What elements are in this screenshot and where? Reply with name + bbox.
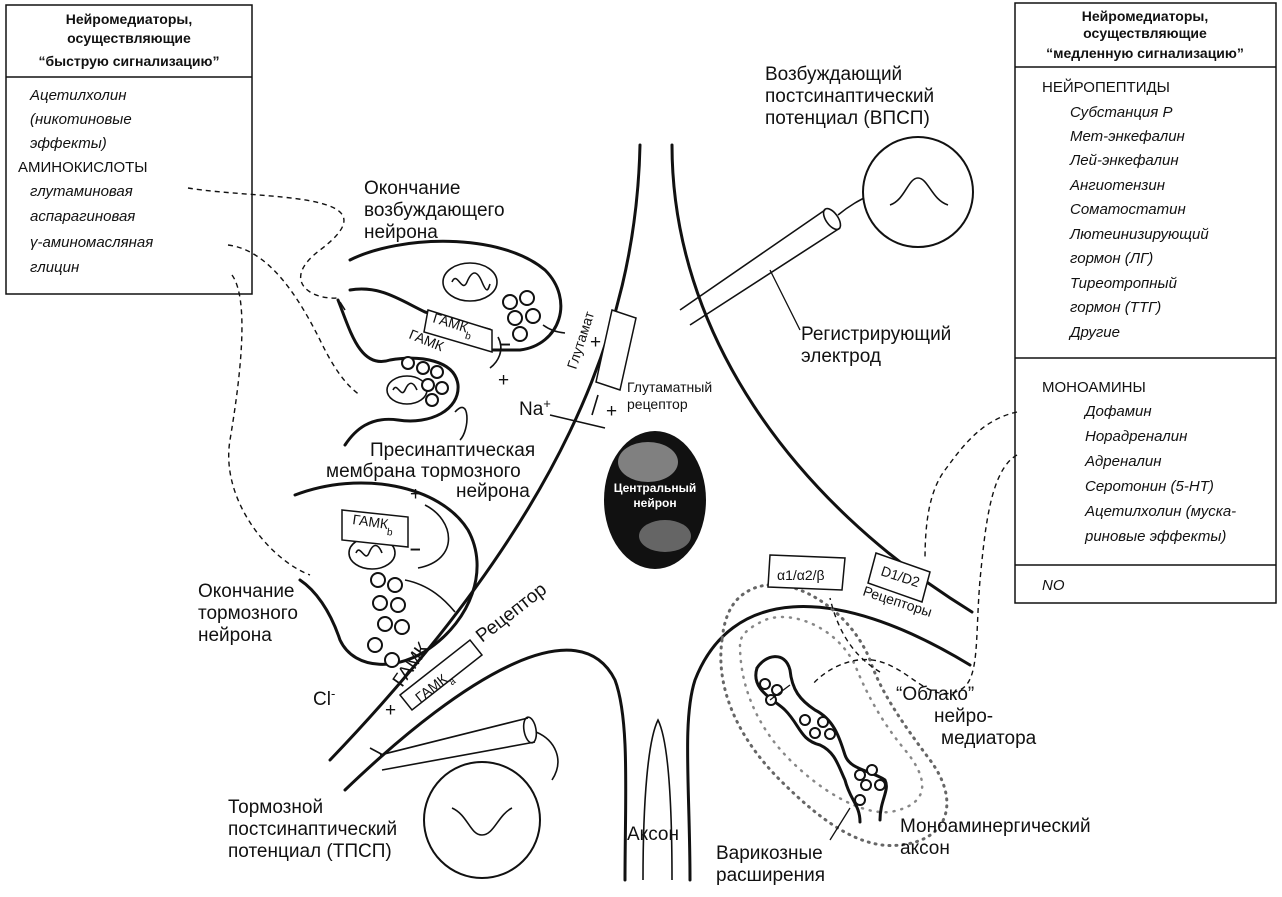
central-neuron-label-2: нейрон bbox=[633, 496, 676, 510]
peptide-substance-p: Субстанция Р bbox=[1070, 104, 1172, 121]
epsp-electrode bbox=[680, 137, 973, 330]
epsp-label-1: Возбуждающий bbox=[765, 64, 902, 85]
monoamine-acetylcholine-2: риновые эффекты) bbox=[1084, 528, 1226, 545]
axon-label: Аксон bbox=[627, 824, 679, 845]
excitatory-terminal-label-1: Окончание bbox=[364, 178, 461, 199]
presynaptic-membrane-label-3: нейрона bbox=[456, 481, 530, 502]
slow-signalling-box: Нейромедиаторы, осуществляющие “медленну… bbox=[1015, 3, 1276, 603]
peptide-somatostatin: Соматостатин bbox=[1070, 201, 1186, 218]
amino-acids-heading: АМИНОКИСЛОТЫ bbox=[18, 159, 148, 176]
glutamate-receptor-label-1: Глутаматный bbox=[627, 379, 712, 395]
monoamine-noradrenaline: Норадреналин bbox=[1085, 428, 1187, 445]
monoaminergic-axon-label-1: Моноаминергический bbox=[900, 816, 1091, 837]
slow-item-no: NO bbox=[1042, 577, 1065, 594]
epsp-label-3: потенциал (ВПСП) bbox=[765, 108, 930, 129]
receptor-label: Рецептор bbox=[472, 579, 551, 647]
inhibitory-terminal-label-3: нейрона bbox=[198, 625, 272, 646]
cloud-label-2: нейро- bbox=[934, 706, 993, 727]
monoamines-heading: МОНОАМИНЫ bbox=[1042, 379, 1146, 396]
excitatory-terminal-label-3: нейрона bbox=[364, 222, 438, 243]
plus-sign-presynaptic: + bbox=[498, 370, 509, 391]
peptide-met-enkephalin: Мет-энкефалин bbox=[1070, 128, 1185, 145]
fast-item-acetylcholine: Ацетилхолин bbox=[29, 87, 126, 104]
recording-electrode-label-2: электрод bbox=[801, 346, 881, 367]
peptide-others: Другие bbox=[1068, 324, 1120, 341]
fast-item-nicotinic-1: (никотиновые bbox=[30, 111, 132, 128]
ipsp-electrode bbox=[380, 716, 558, 878]
fast-box-title-1: Нейромедиаторы, bbox=[66, 11, 192, 27]
varicosities-label-2: расширения bbox=[716, 865, 825, 886]
na-label: Na+ bbox=[519, 396, 551, 421]
monoamine-serotonin: Серотонин (5-НТ) bbox=[1085, 478, 1214, 495]
monoamine-acetylcholine-1: Ацетилхолин (муска- bbox=[1084, 503, 1236, 520]
glutamate-receptor-label-2: рецептор bbox=[627, 396, 688, 412]
ipsp-label-3: потенциал (ТПСП) bbox=[228, 841, 392, 862]
peptide-lh-1: Лютеинизирующий bbox=[1069, 226, 1209, 243]
amino-glycine: глицин bbox=[30, 259, 79, 276]
plus-sign-cl: + bbox=[385, 700, 396, 721]
plus-sign-glutamate: + bbox=[590, 332, 601, 353]
amino-aspartic: аспарагиновая bbox=[30, 208, 135, 225]
axon-inner bbox=[643, 720, 672, 880]
amino-gaba: γ-аминомасляная bbox=[30, 234, 153, 251]
central-nucleus: Центральный нейрон bbox=[604, 431, 706, 569]
central-neuron-label-1: Центральный bbox=[614, 481, 697, 495]
monoaminergic-axon-label-2: аксон bbox=[900, 838, 950, 859]
presynaptic-membrane-label-2: мембрана тормозного bbox=[326, 461, 521, 482]
excitatory-terminal-label-2: возбуждающего bbox=[364, 200, 505, 221]
peptide-leu-enkephalin: Лей-энкефалин bbox=[1069, 152, 1179, 169]
peptide-tsh-2: гормон (ТТГ) bbox=[1070, 299, 1161, 316]
cloud-label-3: медиатора bbox=[941, 728, 1037, 749]
ipsp-label-1: Тормозной bbox=[228, 797, 323, 818]
inhibitory-terminal-label-2: тормозного bbox=[198, 603, 298, 624]
cl-label: Cl- bbox=[313, 686, 335, 711]
presynaptic-membrane-label-1: Пресинаптическая bbox=[370, 440, 535, 461]
fast-signalling-box: Нейромедиаторы, осуществляющие “быструю … bbox=[6, 5, 252, 294]
amino-glutamic: глутаминовая bbox=[30, 183, 133, 200]
fast-box-title-2: осуществляющие bbox=[67, 30, 191, 46]
inhibitory-terminal-label-1: Окончание bbox=[198, 581, 295, 602]
monoamine-dopamine: Дофамин bbox=[1083, 403, 1152, 420]
minus-sign-bottom: – bbox=[410, 539, 421, 560]
minus-sign-top: – bbox=[500, 334, 511, 355]
epsp-label-2: постсинаптический bbox=[765, 86, 934, 107]
plus-sign-inhibitory: + bbox=[410, 484, 421, 505]
slow-box-title-1: Нейромедиаторы, bbox=[1082, 8, 1208, 24]
plus-sign-na: + bbox=[606, 401, 617, 422]
monoaminergic-axon bbox=[721, 585, 947, 846]
recording-electrode-label-1: Регистрирующий bbox=[801, 324, 951, 345]
alpha-beta-label: α1/α2/β bbox=[777, 567, 825, 583]
monoamine-adrenaline: Адреналин bbox=[1084, 453, 1161, 470]
ipsp-label-2: постсинаптический bbox=[228, 819, 397, 840]
varicosities-label-1: Варикозные bbox=[716, 843, 823, 864]
dashed-arrows bbox=[188, 188, 1017, 694]
slow-box-title-2: осуществляющие bbox=[1083, 25, 1207, 41]
neuropeptides-heading: НЕЙРОПЕПТИДЫ bbox=[1042, 78, 1170, 96]
peptide-angiotensin: Ангиотензин bbox=[1069, 177, 1165, 194]
excitatory-terminal bbox=[350, 241, 561, 352]
peptide-tsh-1: Тиреотропный bbox=[1070, 275, 1178, 292]
fast-box-title-3: “быструю сигнализацию” bbox=[39, 53, 220, 69]
slow-box-title-3: “медленную сигнализацию” bbox=[1046, 45, 1244, 61]
cloud-label-1: “Облако” bbox=[896, 684, 974, 705]
fast-item-nicotinic-2: эффекты) bbox=[30, 135, 107, 152]
peptide-lh-2: гормон (ЛГ) bbox=[1070, 250, 1153, 267]
